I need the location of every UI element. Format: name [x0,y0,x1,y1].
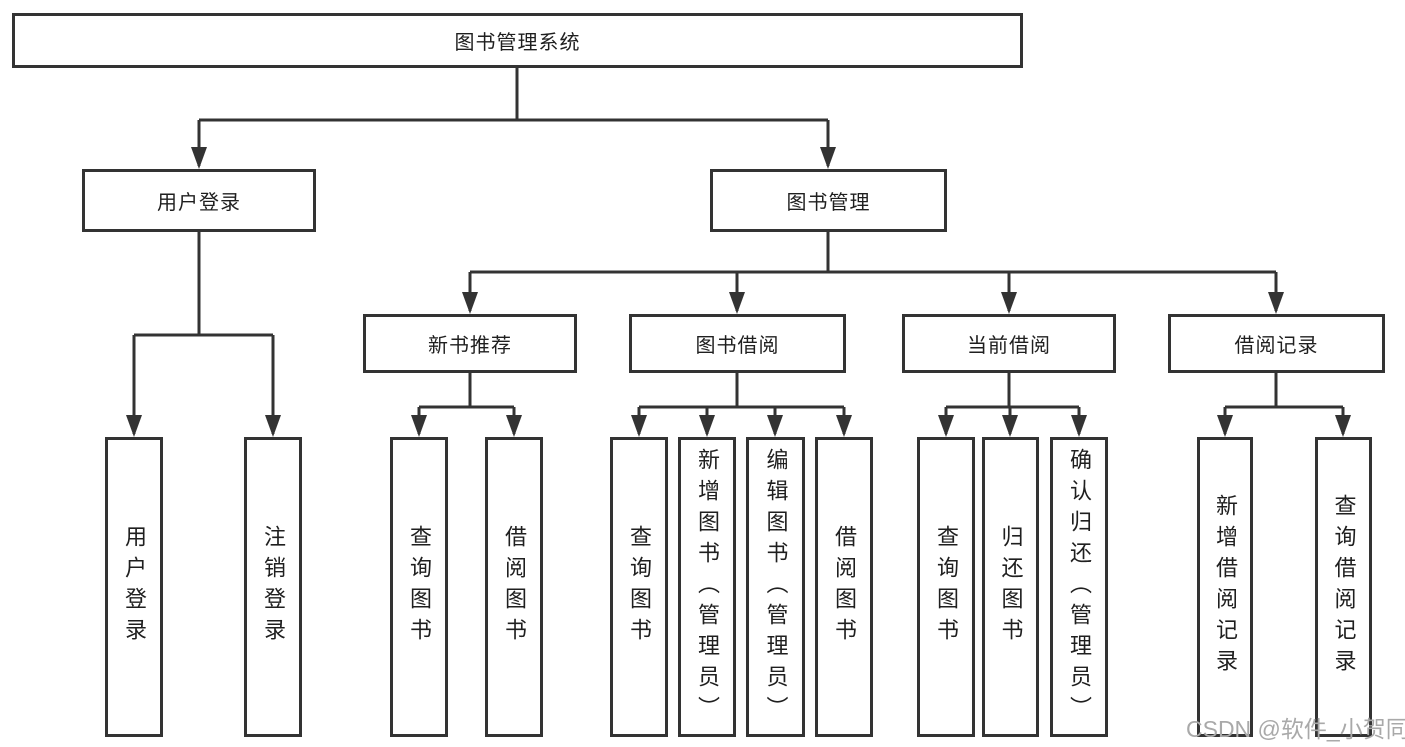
node-library-system: 图书管理系统 [12,13,1023,68]
leaf-query-books-borrowing: 查询图书 [610,437,668,737]
node-book-management-label: 图书管理 [786,192,871,214]
node-user-login-label: 用户登录 [157,192,241,214]
node-new-book-recommend: 新书推荐 [363,314,577,373]
leaf-query-books-borrowing-label: 查询图书 [627,525,652,649]
node-book-management: 图书管理 [710,169,947,232]
leaf-return-books: 归还图书 [982,437,1039,737]
leaf-query-borrow-record-label: 查询借阅记录 [1331,494,1357,680]
leaf-logout: 注销登录 [244,437,302,737]
node-borrowing-records: 借阅记录 [1168,314,1385,373]
csdn-watermark: CSDN @软件_小贺同学 [1186,716,1405,742]
leaf-edit-books-admin-label: 编辑图书（管理员） [763,447,789,727]
leaf-logout-label: 注销登录 [261,525,286,649]
node-current-borrowing-label: 当前借阅 [967,335,1051,357]
leaf-add-books-admin: 新增图书（管理员） [678,437,736,737]
leaf-query-borrow-record: 查询借阅记录 [1315,437,1372,737]
leaf-return-books-label: 归还图书 [998,525,1024,649]
leaf-query-books-current: 查询图书 [917,437,975,737]
leaf-confirm-return-admin-label: 确认归还（管理员） [1067,447,1092,727]
arrowheads [126,147,1351,437]
leaf-borrow-books-borrowing: 借阅图书 [815,437,873,737]
leaf-user-login: 用户登录 [105,437,163,737]
leaf-add-borrow-record-label: 新增借阅记录 [1213,494,1238,680]
node-book-borrowing: 图书借阅 [629,314,846,373]
node-library-system-label: 图书管理系统 [454,32,581,54]
leaf-borrow-books-borrowing-label: 借阅图书 [832,525,857,649]
leaf-add-books-admin-label: 新增图书（管理员） [695,447,720,727]
leaf-query-books-recommend-label: 查询图书 [407,525,432,649]
node-borrowing-records-label: 借阅记录 [1234,335,1319,357]
leaf-edit-books-admin: 编辑图书（管理员） [746,437,805,737]
leaf-query-books-current-label: 查询图书 [934,525,959,649]
leaf-borrow-books-recommend-label: 借阅图书 [502,525,527,649]
leaf-confirm-return-admin: 确认归还（管理员） [1050,437,1108,737]
node-current-borrowing: 当前借阅 [902,314,1116,373]
node-user-login: 用户登录 [82,169,316,232]
node-book-borrowing-label: 图书借阅 [695,335,780,357]
leaf-add-borrow-record: 新增借阅记录 [1197,437,1253,737]
node-new-book-recommend-label: 新书推荐 [428,335,512,357]
leaf-query-books-recommend: 查询图书 [390,437,448,737]
leaf-borrow-books-recommend: 借阅图书 [485,437,543,737]
leaf-user-login-label: 用户登录 [122,525,147,649]
